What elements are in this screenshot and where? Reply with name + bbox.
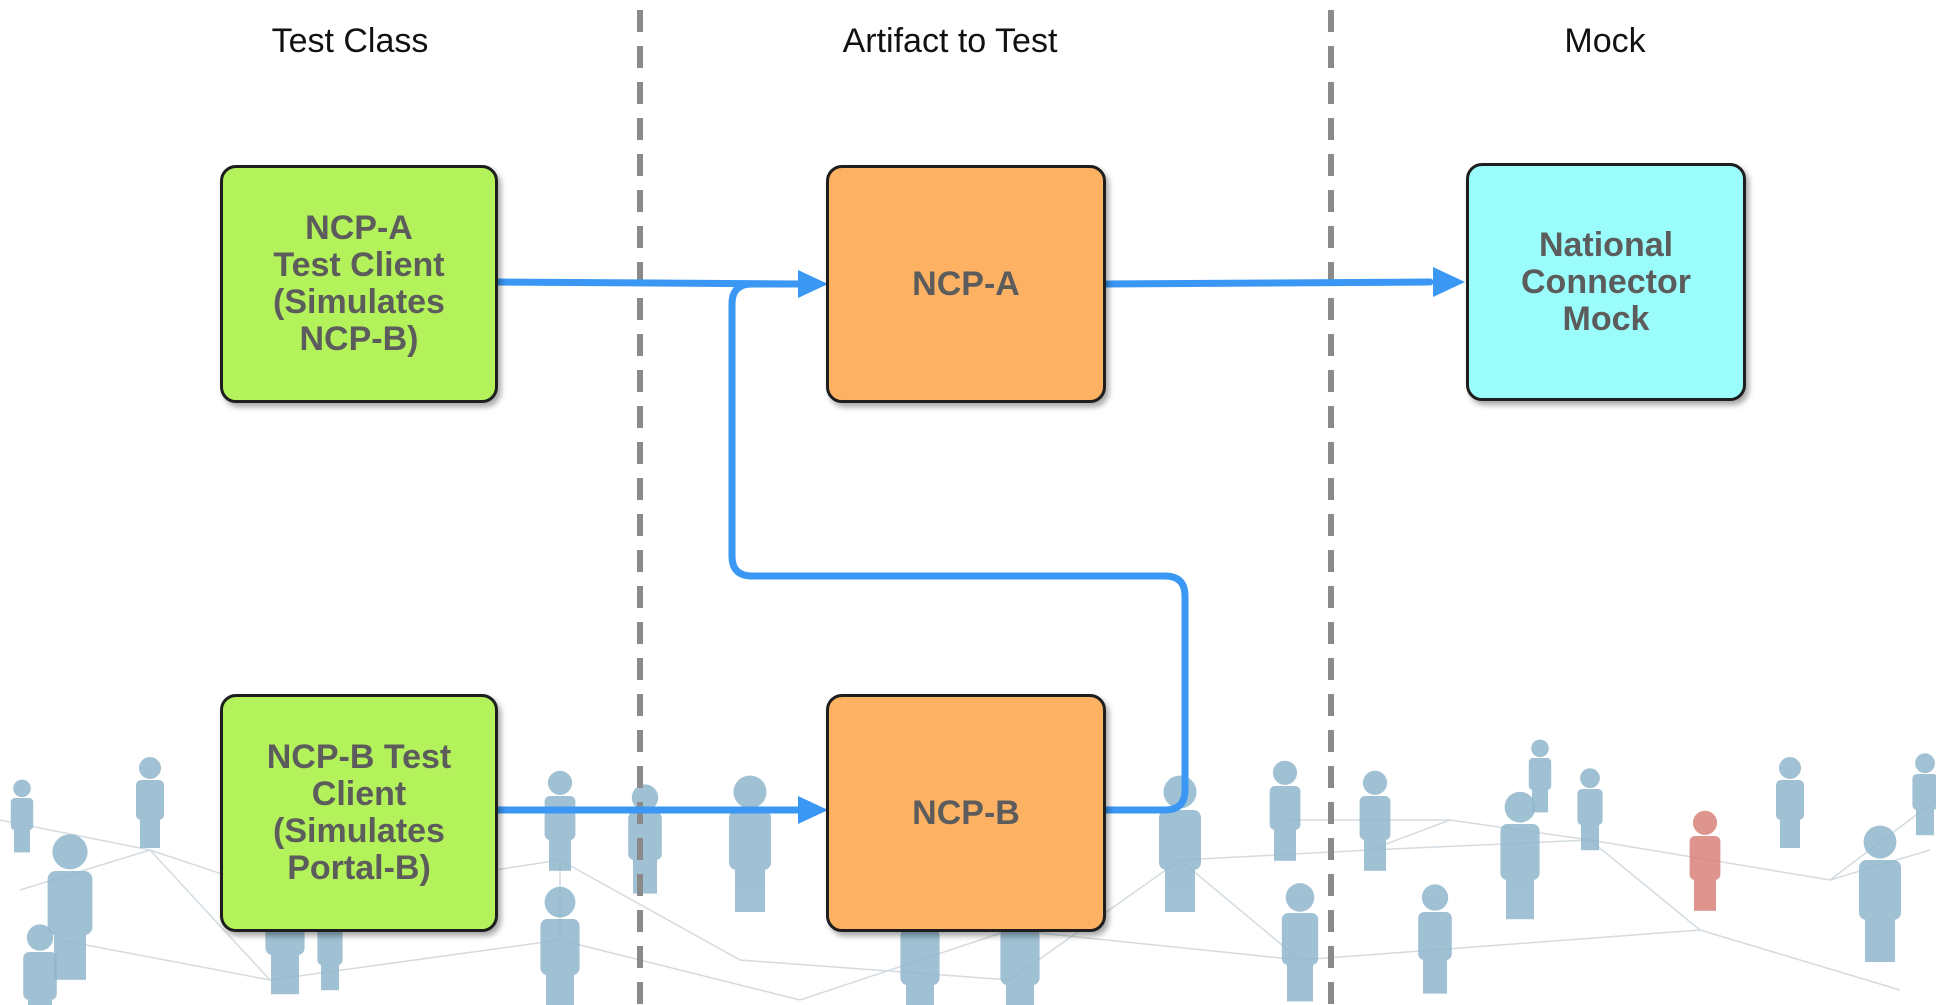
person-figure xyxy=(1359,770,1391,871)
ncp-b-label: NCP-B xyxy=(912,793,1020,832)
ncp-a-label: NCP-A xyxy=(912,264,1020,303)
ncp-b-box[interactable]: NCP-B xyxy=(826,694,1106,932)
person-figure xyxy=(1159,775,1201,912)
person-figure xyxy=(10,779,34,853)
person-figure xyxy=(540,886,580,1005)
person-figure xyxy=(544,770,576,871)
person-figure xyxy=(1776,757,1804,848)
person-figure xyxy=(1859,825,1901,962)
ncp-a-box[interactable]: NCP-A xyxy=(826,165,1106,403)
person-figure xyxy=(1281,883,1319,1002)
person-figure xyxy=(1418,884,1452,994)
person-figure xyxy=(1528,739,1552,813)
person-figure xyxy=(23,924,57,1005)
person-figure xyxy=(729,775,771,912)
header-test-class: Test Class xyxy=(271,22,429,60)
person-figure xyxy=(1577,768,1603,851)
person-figure-highlight xyxy=(1689,810,1721,911)
ncp-a-test-client-box[interactable]: NCP-A Test Client (Simulates NCP-B) xyxy=(220,165,498,403)
person-figure xyxy=(1912,753,1936,836)
person-figure xyxy=(136,757,164,848)
person-figure xyxy=(47,834,93,980)
ncp-b-test-client-label: NCP-B Test Client (Simulates Portal-B) xyxy=(266,738,452,887)
national-connector-mock-box[interactable]: National Connector Mock xyxy=(1466,163,1746,401)
header-mock: Mock xyxy=(1564,22,1646,60)
header-artifact-to-test: Artifact to Test xyxy=(842,22,1058,60)
national-connector-mock-label: National Connector Mock xyxy=(1521,225,1691,338)
person-figure xyxy=(628,784,662,894)
person-figure xyxy=(1500,791,1540,920)
person-figure xyxy=(1269,760,1301,861)
people-figures xyxy=(10,739,1936,1005)
ncp-b-test-client-box[interactable]: NCP-B Test Client (Simulates Portal-B) xyxy=(220,694,498,932)
ncp-a-test-client-label: NCP-A Test Client (Simulates NCP-B) xyxy=(273,209,445,358)
